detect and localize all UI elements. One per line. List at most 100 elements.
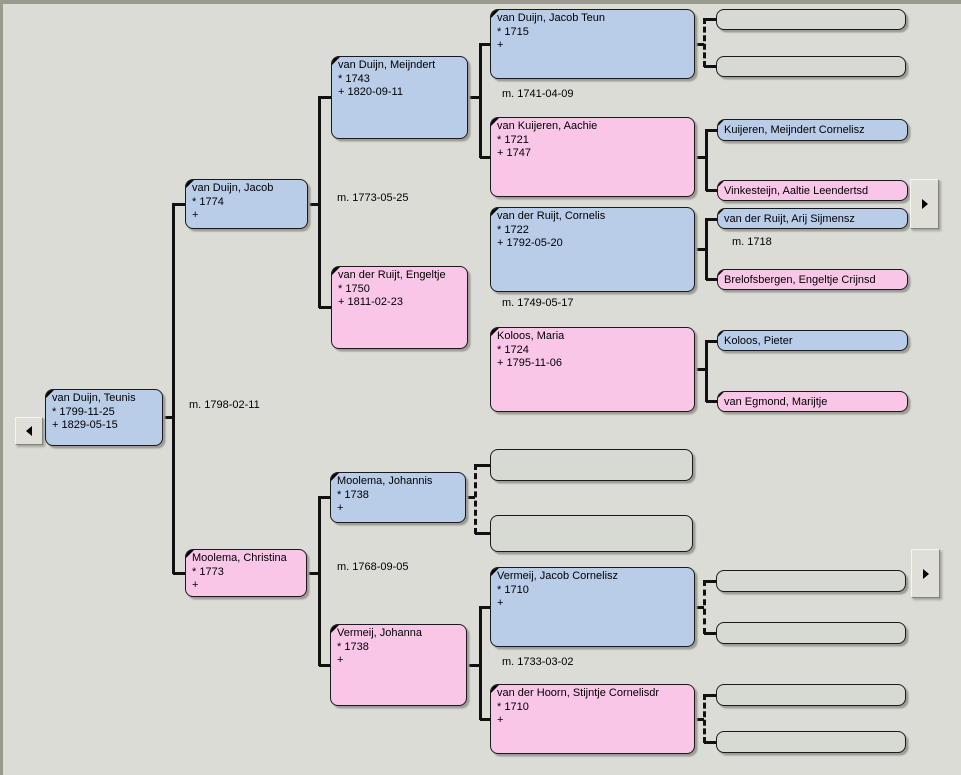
fold-corner-icon: [186, 180, 195, 189]
person-death-date: +: [192, 209, 199, 221]
connector-line: [480, 43, 491, 46]
marriage-date-label: m. 1718: [732, 236, 772, 248]
scroll-left-button[interactable]: [15, 417, 43, 445]
person-name: van Egmond, Marijtje: [724, 396, 828, 408]
person-birth-date: * 1710: [497, 700, 529, 713]
connector-line: [318, 496, 321, 666]
person-name: Brelofsbergen, Engeltje Crijnsd: [724, 274, 876, 286]
person-box-van-kuijeren-aachie[interactable]: van Kuijeren, Aachie* 1721+ 1747: [490, 117, 695, 197]
fold-corner-icon: [491, 10, 500, 19]
empty-person-box: [716, 9, 906, 30]
person-death-date: + 1829-05-15: [52, 419, 118, 431]
person-box-van-duijn-meijndert[interactable]: van Duijn, Meijndert* 1743+ 1820-09-11: [331, 56, 468, 139]
person-box-van-duijn-jacob-teun[interactable]: van Duijn, Jacob Teun* 1715+: [490, 9, 695, 79]
person-name: van der Ruijt, Arij Sijmensz: [724, 213, 855, 225]
person-box-van-duijn-jacob[interactable]: van Duijn, Jacob* 1774+: [185, 179, 308, 229]
person-box-van-der-hoorn-stijntje-cornelisdr[interactable]: van der Hoorn, Stijntje Cornelisdr* 1710…: [490, 684, 695, 754]
person-name: Koloos, Pieter: [724, 335, 793, 347]
connector-line: [694, 156, 707, 159]
person-box-vermeij-johanna[interactable]: Vermeij, Johanna* 1738+: [330, 624, 467, 706]
connector-line: [475, 532, 491, 535]
connector-line: [479, 606, 482, 720]
person-box-koloos-maria[interactable]: Koloos, Maria* 1724+ 1795-11-06: [490, 327, 695, 412]
person-birth-date: * 1738: [337, 488, 369, 501]
connector-line: [465, 496, 475, 499]
person-box-van-duijn-teunis[interactable]: van Duijn, Teunis* 1799-11-25+ 1829-05-1…: [45, 389, 163, 446]
empty-person-box: [716, 731, 906, 753]
person-birth-date: * 1799-11-25: [52, 405, 115, 418]
marriage-date-label: m. 1749-05-17: [502, 297, 574, 309]
marriage-date-label: m. 1798-02-11: [189, 399, 260, 411]
person-death-date: +: [192, 579, 199, 591]
fold-corner-icon: [331, 473, 340, 482]
fold-corner-icon: [332, 57, 341, 66]
person-birth-date: * 1738: [337, 640, 369, 653]
person-name: Vermeij, Jacob Cornelisz: [497, 570, 619, 582]
fold-corner-icon: [718, 209, 725, 216]
fold-corner-icon: [718, 392, 725, 399]
fold-corner-icon: [331, 625, 340, 634]
connector-line: [480, 718, 491, 721]
person-box-vermeij-jacob-cornelisz[interactable]: Vermeij, Jacob Cornelisz* 1710+: [490, 567, 695, 647]
connector-line-dashed: [703, 694, 706, 743]
person-name: Koloos, Maria: [497, 330, 565, 342]
person-box-vinkesteijn-aaltie-leendertsd[interactable]: Vinkesteijn, Aaltie Leendertsd: [717, 180, 908, 201]
marriage-date-label: m. 1773-05-25: [337, 192, 409, 204]
connector-line: [694, 368, 707, 371]
connector-line: [706, 400, 718, 403]
person-death-date: + 1820-09-11: [338, 86, 403, 98]
person-death-date: + 1795-11-06: [497, 357, 562, 369]
person-box-brelofsbergen-engeltje-crijnsd[interactable]: Brelofsbergen, Engeltje Crijnsd: [717, 269, 908, 290]
empty-person-box: [490, 515, 693, 552]
person-death-date: +: [337, 654, 344, 666]
empty-person-box: [716, 56, 906, 77]
empty-person-box: [716, 570, 906, 592]
fold-corner-icon: [718, 331, 725, 338]
person-name: Kuijeren, Meijndert Cornelisz: [724, 124, 865, 136]
person-name: van Duijn, Teunis: [52, 392, 136, 404]
marriage-date-label: m. 1768-09-05: [337, 561, 409, 573]
person-birth-date: * 1710: [497, 583, 529, 596]
connector-line: [173, 572, 186, 575]
connector-line: [319, 496, 331, 499]
person-box-van-der-ruijt-cornelis[interactable]: van der Ruijt, Cornelis* 1722+ 1792-05-2…: [490, 207, 695, 292]
person-name: van der Ruijt, Engeltje: [338, 269, 446, 281]
connector-line: [475, 464, 491, 467]
connector-line: [705, 340, 708, 402]
person-box-van-der-ruijt-engeltje[interactable]: van der Ruijt, Engeltje* 1750+ 1811-02-2…: [331, 266, 468, 349]
fold-corner-icon: [491, 118, 500, 127]
connector-line: [319, 306, 332, 309]
connector-line: [706, 189, 718, 192]
connector-line: [694, 718, 704, 721]
person-death-date: +: [497, 714, 504, 726]
connector-line: [694, 43, 704, 46]
person-box-kuijeren-meijndert-cornelisz[interactable]: Kuijeren, Meijndert Cornelisz: [717, 119, 908, 141]
person-death-date: + 1747: [497, 147, 531, 159]
scroll-right-button-top[interactable]: [910, 179, 939, 229]
connector-line: [163, 416, 174, 419]
person-birth-date: * 1722: [497, 223, 529, 236]
person-death-date: +: [337, 502, 344, 514]
fold-corner-icon: [491, 568, 500, 577]
person-box-van-egmond-marijtje[interactable]: van Egmond, Marijtje: [717, 391, 908, 412]
connector-line: [172, 203, 175, 574]
connector-line: [706, 129, 718, 132]
person-box-van-der-ruijt-arij-sijmensz[interactable]: van der Ruijt, Arij Sijmensz: [717, 208, 908, 229]
fold-corner-icon: [491, 328, 500, 337]
connector-line: [307, 203, 320, 206]
connector-line: [705, 218, 708, 280]
person-box-moolema-johannis[interactable]: Moolema, Johannis* 1738+: [330, 472, 466, 523]
person-box-moolema-christina[interactable]: Moolema, Christina* 1773+: [185, 549, 307, 597]
person-name: van der Hoorn, Stijntje Cornelisdr: [497, 687, 660, 699]
person-birth-date: * 1774: [192, 195, 224, 208]
person-birth-date: * 1721: [497, 133, 529, 146]
scroll-right-button-bottom[interactable]: [911, 549, 940, 598]
person-name: Vermeij, Johanna: [337, 627, 422, 639]
fold-corner-icon: [491, 685, 500, 694]
person-birth-date: * 1773: [192, 565, 224, 578]
person-box-koloos-pieter[interactable]: Koloos, Pieter: [717, 330, 908, 351]
fold-corner-icon: [46, 390, 55, 399]
person-name: van der Ruijt, Cornelis: [497, 210, 606, 222]
connector-line: [706, 278, 718, 281]
connector-line: [704, 632, 717, 635]
